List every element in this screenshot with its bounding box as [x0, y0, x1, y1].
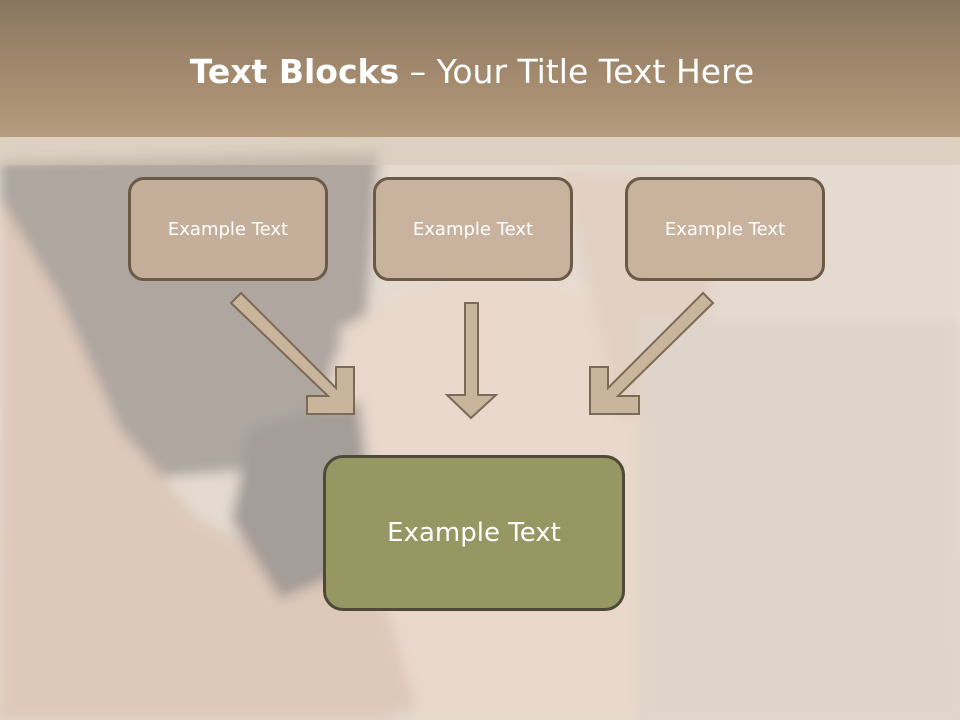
- text-block-1[interactable]: Example Text: [128, 177, 328, 281]
- target-text-block[interactable]: Example Text: [323, 455, 625, 611]
- text-block-3-label: Example Text: [664, 218, 786, 240]
- text-block-3[interactable]: Example Text: [625, 177, 825, 281]
- arrow-down-right: [229, 291, 355, 415]
- slide-title-bold: Text Blocks: [189, 52, 400, 91]
- title-bar-band: [0, 137, 960, 165]
- arrow-down-left: [589, 291, 715, 415]
- target-text-block-label: Example Text: [387, 518, 561, 548]
- text-block-1-label: Example Text: [167, 218, 289, 240]
- text-block-2-label: Example Text: [412, 218, 534, 240]
- text-block-2[interactable]: Example Text: [373, 177, 573, 281]
- arrow-down: [444, 302, 499, 420]
- slide-title: Text Blocks – Your Title Text Here: [0, 52, 944, 91]
- slide-title-rest: – Your Title Text Here: [399, 52, 755, 91]
- title-bar: [0, 0, 960, 137]
